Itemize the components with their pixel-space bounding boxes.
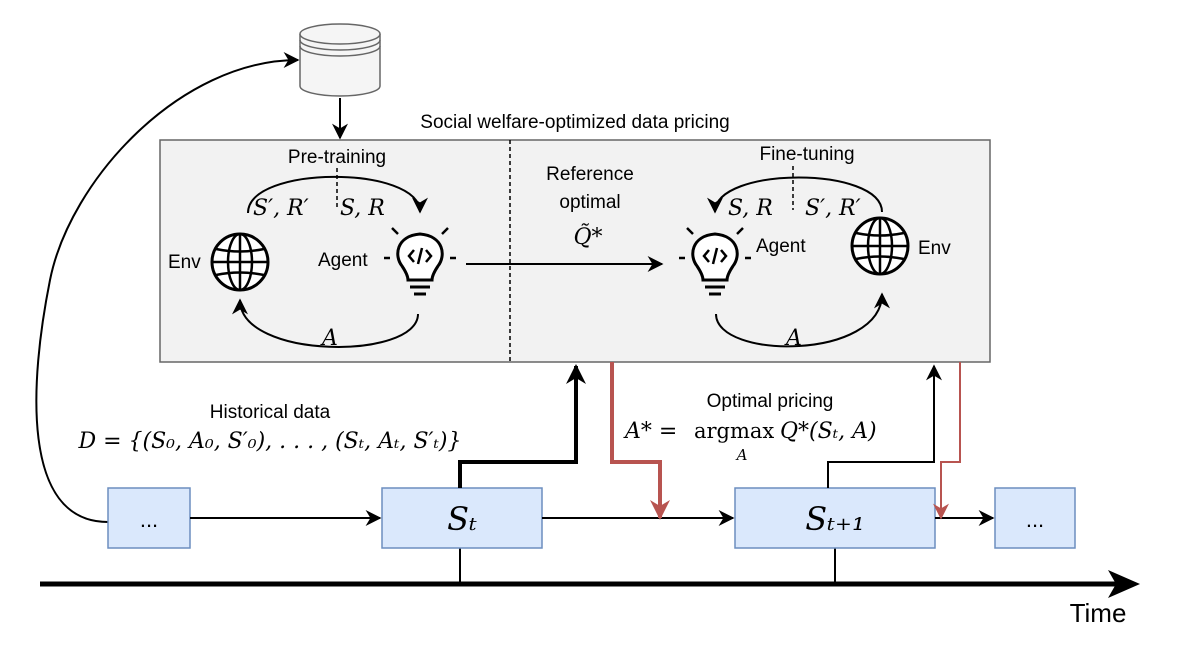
finetuning-agent-label: Agent [756, 236, 806, 257]
time-label: Time [1070, 598, 1127, 628]
pretraining-action-arrow [232, 298, 419, 348]
panel-title: Social welfare-optimized data pricing [420, 112, 729, 133]
finetuning-env-label: Env [918, 238, 951, 259]
state-after-label: ... [1026, 507, 1044, 532]
lightbulb-code-icon [679, 227, 751, 296]
globe-icon [850, 216, 910, 276]
history-to-database-arrow [35, 52, 300, 523]
pretraining-left-loop-label: S′, R′ [253, 196, 309, 221]
reference-line2: optimal [559, 192, 620, 213]
reference-symbol: Q̃* [573, 224, 602, 250]
state-prev-label: ... [140, 507, 158, 532]
pretraining-feedback-arrow [247, 175, 428, 214]
current-state-to-panel-arrow [458, 364, 586, 488]
finetuning-right-loop-label: S′, R′ [805, 196, 861, 221]
lightbulb-code-icon [384, 227, 456, 296]
pretraining-action-label: A [320, 326, 338, 351]
formula-rhs: Q*(Sₜ, A) [780, 419, 877, 444]
pretraining-label: Pre-training [288, 147, 386, 168]
pretraining-env-label: Env [168, 252, 201, 273]
optimal-pricing-formula: A* = argmax A Q*(Sₜ, A) [623, 419, 877, 464]
optimal-action-arrow-current [610, 362, 670, 520]
finetuning-label: Fine-tuning [759, 144, 854, 165]
finetuning-action-label: A [784, 326, 802, 351]
pretraining-agent-label: Agent [318, 250, 368, 271]
time-axis-arrowhead [1108, 570, 1140, 598]
formula-subscript: A [735, 446, 748, 464]
finetuning-action-arrow [715, 292, 890, 348]
finetuning-feedback-arrow [707, 176, 883, 214]
state-current-label: Sₜ [447, 500, 477, 538]
globe-icon [210, 232, 270, 292]
finetuning-left-loop-label: S, R [728, 196, 773, 221]
formula-lhs: A* = [623, 419, 677, 444]
pretraining-right-loop-label: S, R [340, 196, 385, 221]
optimal-pricing-label: Optimal pricing [707, 391, 834, 412]
optimal-action-arrow-next [933, 362, 961, 520]
state-next [734, 487, 936, 549]
reference-line1: Reference [546, 164, 634, 185]
state-after [994, 487, 1076, 549]
historical-label: Historical data [210, 402, 331, 423]
historical-formula: D = {(S₀, A₀, S′₀), . . . , (Sₜ, Aₜ, S′ₜ… [77, 429, 461, 454]
state-next-label: Sₜ₊₁ [805, 500, 865, 538]
formula-operator: argmax [694, 419, 774, 443]
database-icon [299, 23, 381, 97]
next-state-to-panel-arrow [827, 364, 942, 488]
state-current [381, 487, 543, 549]
